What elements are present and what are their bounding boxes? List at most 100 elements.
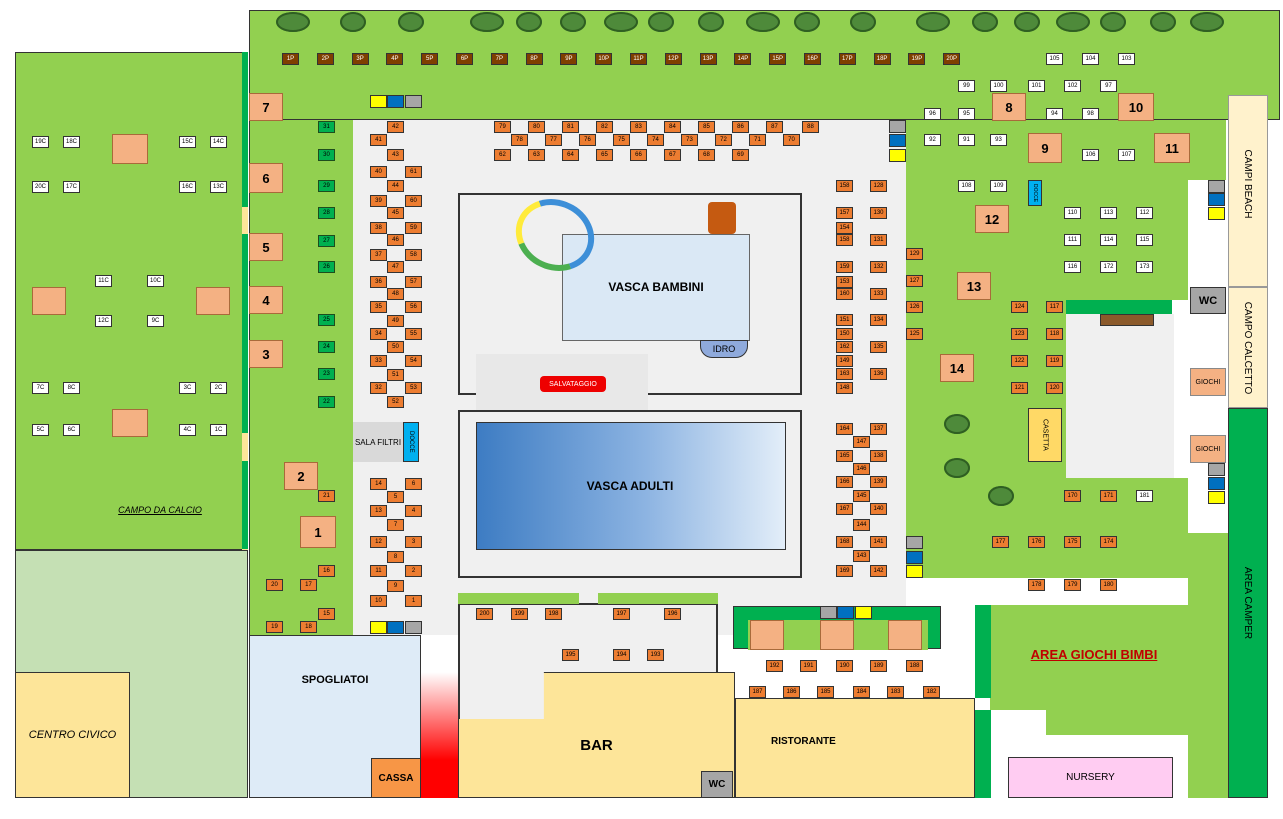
umbrella-162[interactable]: 162 <box>836 341 853 353</box>
umbrella-139[interactable]: 139 <box>870 476 887 488</box>
umbrella-4C[interactable]: 4C <box>179 424 196 436</box>
umbrella-23[interactable]: 23 <box>318 368 335 380</box>
umbrella-64[interactable]: 64 <box>562 149 579 161</box>
umbrella-84[interactable]: 84 <box>664 121 681 133</box>
umbrella-33[interactable]: 33 <box>370 355 387 367</box>
umbrella-62[interactable]: 62 <box>494 149 511 161</box>
umbrella-68[interactable]: 68 <box>698 149 715 161</box>
umbrella-18C[interactable]: 18C <box>63 136 80 148</box>
umbrella-101[interactable]: 101 <box>1028 80 1045 92</box>
umbrella-192[interactable]: 192 <box>766 660 783 672</box>
umbrella-48[interactable]: 48 <box>387 288 404 300</box>
umbrella-166[interactable]: 166 <box>836 476 853 488</box>
umbrella-3P[interactable]: 3P <box>351 53 369 65</box>
umbrella-36[interactable]: 36 <box>370 276 387 288</box>
umbrella-56[interactable]: 56 <box>405 301 422 313</box>
umbrella-159[interactable]: 159 <box>836 261 853 273</box>
umbrella-133[interactable]: 133 <box>870 288 887 300</box>
umbrella-5P[interactable]: 5P <box>421 53 439 65</box>
umbrella-11P[interactable]: 11P <box>630 53 647 65</box>
umbrella-158[interactable]: 158 <box>836 234 853 246</box>
umbrella-28[interactable]: 28 <box>318 207 335 219</box>
umbrella-123[interactable]: 123 <box>1011 328 1028 340</box>
umbrella-49[interactable]: 49 <box>387 315 404 327</box>
umbrella-41[interactable]: 41 <box>370 134 387 146</box>
umbrella-75[interactable]: 75 <box>613 134 630 146</box>
umbrella-63[interactable]: 63 <box>528 149 545 161</box>
umbrella-78[interactable]: 78 <box>511 134 528 146</box>
umbrella-140[interactable]: 140 <box>870 503 887 515</box>
umbrella-3[interactable]: 3 <box>405 536 422 548</box>
umbrella-14P[interactable]: 14P <box>734 53 752 65</box>
umbrella-1P[interactable]: 1P <box>282 53 299 65</box>
umbrella-107[interactable]: 107 <box>1118 149 1135 161</box>
umbrella-145[interactable]: 145 <box>853 490 870 502</box>
umbrella-6P[interactable]: 6P <box>456 53 473 65</box>
umbrella-112[interactable]: 112 <box>1136 207 1153 219</box>
umbrella-82[interactable]: 82 <box>596 121 613 133</box>
umbrella-116[interactable]: 116 <box>1064 261 1081 273</box>
umbrella-58[interactable]: 58 <box>405 249 422 261</box>
umbrella-11C[interactable]: 11C <box>95 275 112 287</box>
umbrella-6C[interactable]: 6C <box>63 424 80 436</box>
umbrella-21[interactable]: 21 <box>318 490 335 502</box>
umbrella-50[interactable]: 50 <box>387 341 404 353</box>
umbrella-121[interactable]: 121 <box>1011 382 1028 394</box>
umbrella-147[interactable]: 147 <box>853 436 870 448</box>
umbrella-87[interactable]: 87 <box>766 121 783 133</box>
umbrella-178[interactable]: 178 <box>1028 579 1045 591</box>
umbrella-124[interactable]: 124 <box>1011 301 1028 313</box>
umbrella-44[interactable]: 44 <box>387 180 404 192</box>
umbrella-5[interactable]: 5 <box>387 491 404 503</box>
umbrella-153[interactable]: 153 <box>836 276 853 288</box>
umbrella-130[interactable]: 130 <box>870 207 887 219</box>
umbrella-79[interactable]: 79 <box>494 121 511 133</box>
umbrella-38[interactable]: 38 <box>370 222 387 234</box>
umbrella-9P[interactable]: 9P <box>560 53 578 65</box>
umbrella-117[interactable]: 117 <box>1046 301 1063 313</box>
umbrella-200[interactable]: 200 <box>476 608 493 620</box>
umbrella-24[interactable]: 24 <box>318 341 335 353</box>
umbrella-110[interactable]: 110 <box>1064 207 1081 219</box>
umbrella-85[interactable]: 85 <box>698 121 715 133</box>
umbrella-93[interactable]: 93 <box>990 134 1007 146</box>
umbrella-7P[interactable]: 7P <box>490 53 508 65</box>
umbrella-122[interactable]: 122 <box>1011 355 1028 367</box>
umbrella-18[interactable]: 18 <box>300 621 317 633</box>
umbrella-169[interactable]: 169 <box>836 565 853 577</box>
umbrella-100[interactable]: 100 <box>990 80 1007 92</box>
umbrella-39[interactable]: 39 <box>370 195 387 207</box>
umbrella-179[interactable]: 179 <box>1064 579 1081 591</box>
umbrella-165[interactable]: 165 <box>836 450 853 462</box>
umbrella-132[interactable]: 132 <box>870 261 887 273</box>
umbrella-96[interactable]: 96 <box>924 108 941 120</box>
umbrella-16C[interactable]: 16C <box>179 181 196 193</box>
umbrella-141[interactable]: 141 <box>870 536 887 548</box>
umbrella-30[interactable]: 30 <box>318 149 335 161</box>
umbrella-2C[interactable]: 2C <box>210 382 227 394</box>
umbrella-16[interactable]: 16 <box>318 565 335 577</box>
umbrella-164[interactable]: 164 <box>836 423 853 435</box>
umbrella-176[interactable]: 176 <box>1028 536 1045 548</box>
umbrella-97[interactable]: 97 <box>1100 80 1117 92</box>
umbrella-61[interactable]: 61 <box>405 166 422 178</box>
umbrella-81[interactable]: 81 <box>562 121 579 133</box>
umbrella-16P[interactable]: 16P <box>804 53 821 65</box>
umbrella-4P[interactable]: 4P <box>386 53 404 65</box>
umbrella-128[interactable]: 128 <box>870 180 887 192</box>
umbrella-34[interactable]: 34 <box>370 328 387 340</box>
umbrella-17P[interactable]: 17P <box>838 53 856 65</box>
umbrella-91[interactable]: 91 <box>958 134 975 146</box>
umbrella-45[interactable]: 45 <box>387 207 404 219</box>
umbrella-163[interactable]: 163 <box>836 368 853 380</box>
umbrella-144[interactable]: 144 <box>853 519 870 531</box>
umbrella-8[interactable]: 8 <box>387 551 404 563</box>
umbrella-104[interactable]: 104 <box>1082 53 1099 65</box>
umbrella-26[interactable]: 26 <box>318 261 335 273</box>
umbrella-13C[interactable]: 13C <box>210 181 227 193</box>
umbrella-167[interactable]: 167 <box>836 503 853 515</box>
umbrella-72[interactable]: 72 <box>715 134 732 146</box>
umbrella-9[interactable]: 9 <box>387 580 404 592</box>
umbrella-2P[interactable]: 2P <box>316 53 334 65</box>
umbrella-60[interactable]: 60 <box>405 195 422 207</box>
